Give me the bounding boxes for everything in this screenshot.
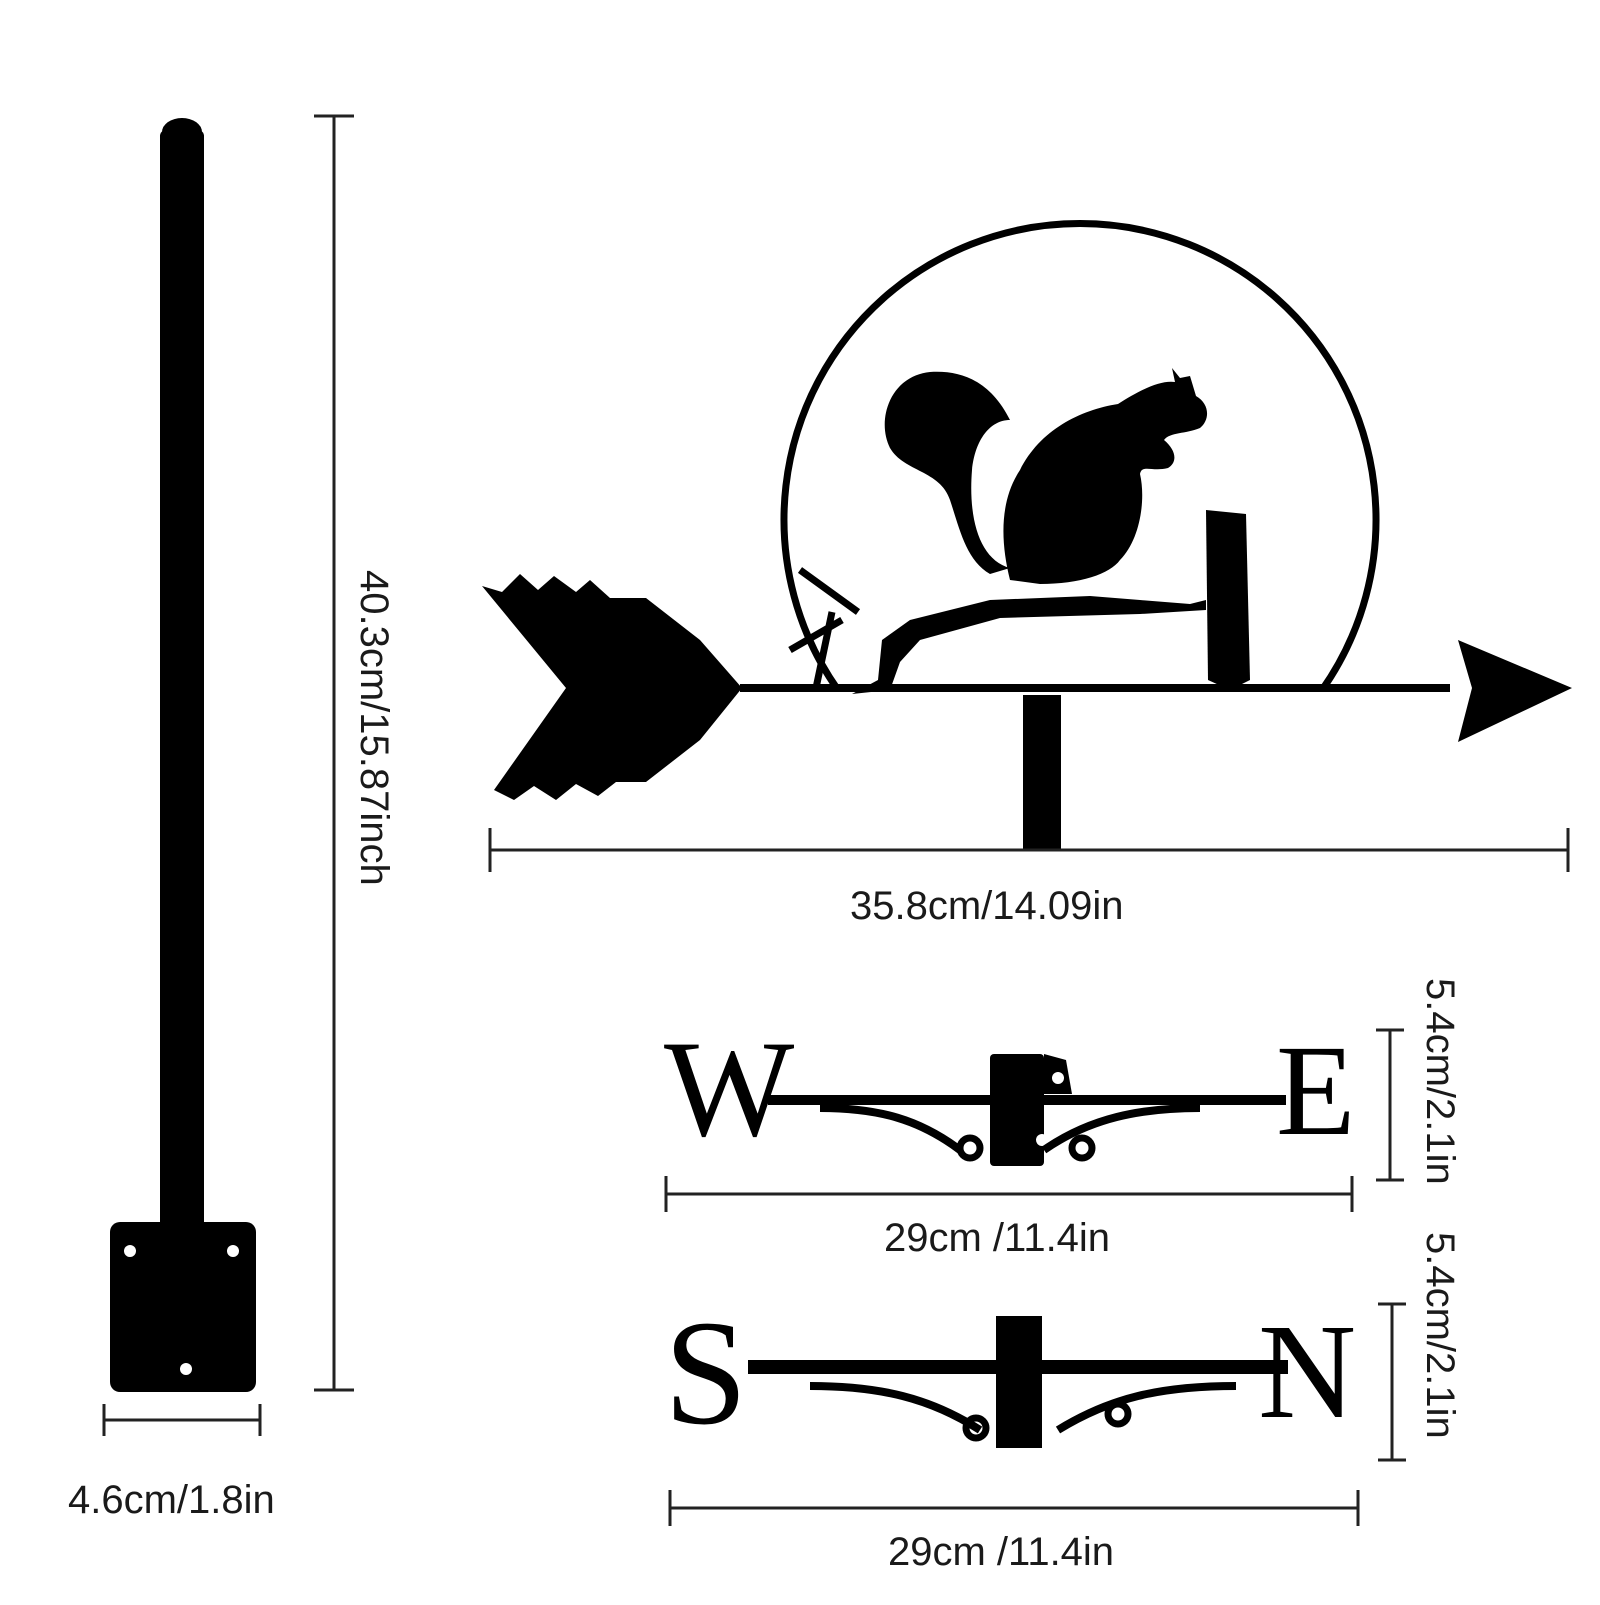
tree-branch: [852, 596, 1206, 694]
pole-base-width-label: 4.6cm/1.8in: [68, 1478, 275, 1522]
sn-width-label: 29cm /11.4in: [888, 1530, 1115, 1574]
we-height-label: 5.4cm/2.1in: [1418, 978, 1462, 1185]
vane-mount-post: [1023, 695, 1061, 850]
we-bar-mount: [990, 1054, 1044, 1166]
tree-stump: [1206, 510, 1250, 690]
arrow-tail-icon: [482, 574, 742, 800]
we-height-dimension: [1376, 1028, 1404, 1182]
vane-circle-frame: [780, 220, 1380, 693]
screw-hole: [180, 1363, 192, 1375]
we-width-label: 29cm /11.4in: [884, 1216, 1111, 1260]
compass-letter-e: E: [1276, 1019, 1356, 1163]
sn-bar-mount: [996, 1316, 1042, 1448]
arrow-shaft: [740, 684, 1450, 692]
sn-height-label: 5.4cm/2.1in: [1418, 1232, 1462, 1439]
vane-width-label: 35.8cm/14.09in: [850, 884, 1124, 928]
compass-letter-n: N: [1258, 1297, 1357, 1447]
screw-hole: [227, 1245, 239, 1257]
we-width-dimension: [664, 1176, 1354, 1212]
sn-width-dimension: [668, 1490, 1360, 1526]
compass-letter-w: W: [664, 1012, 795, 1165]
pole: [110, 118, 256, 1392]
compass-letter-s: S: [664, 1290, 748, 1456]
arrow-head-icon: [1458, 640, 1572, 742]
pole-base-dimension: [102, 1404, 262, 1436]
pole-height-dimension: [314, 114, 354, 1392]
screw-hole: [124, 1245, 136, 1257]
vane-width-dimension: [488, 828, 1570, 872]
sn-height-dimension: [1378, 1302, 1406, 1462]
pole-shaft: [160, 130, 204, 1340]
sn-bar-scrollwork: [809, 1382, 1237, 1434]
sn-bar: [748, 1316, 1288, 1448]
vane: [482, 220, 1572, 850]
squirrel-icon: [884, 368, 1208, 584]
pole-cap: [162, 118, 202, 146]
we-bar: [768, 1054, 1286, 1166]
branch-twigs: [788, 567, 861, 689]
we-bar-scrollwork: [819, 1104, 1201, 1154]
pole-bracket: [155, 1230, 209, 1350]
pole-height-label: 40.3cm/15.87inch: [352, 570, 396, 886]
